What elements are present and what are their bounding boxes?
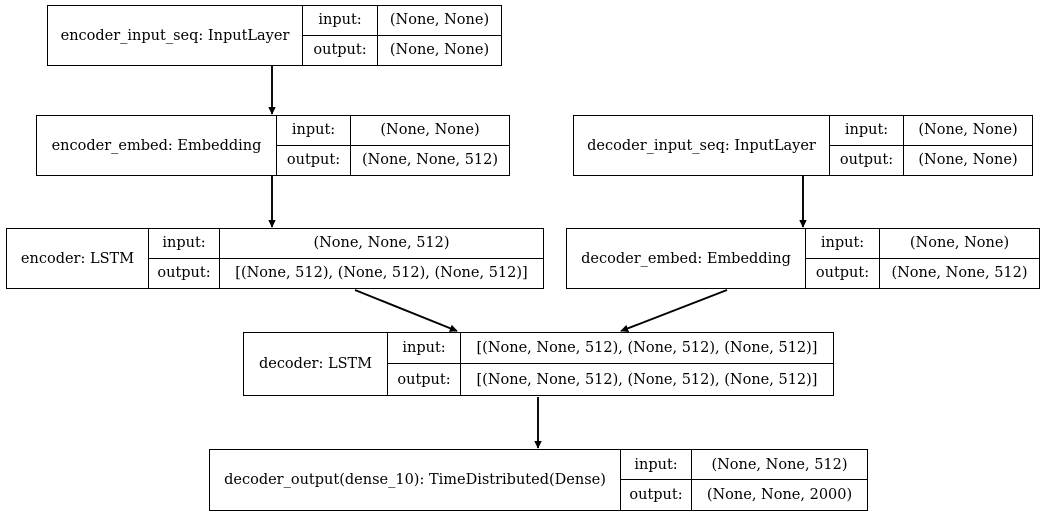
io-value-output: (None, None)	[389, 42, 490, 59]
node-io-row-output: output: [(None, 512), (None, 512), (None…	[149, 258, 543, 288]
io-value-output: (None, None)	[918, 152, 1018, 169]
node-io-row-output: output: (None, None, 512)	[806, 258, 1039, 288]
node-io-row-input: input: (None, None)	[277, 116, 509, 146]
node-io-row-output: output: (None, None)	[303, 35, 501, 65]
node-io-row-output: output: (None, None)	[830, 145, 1032, 175]
node-io-table: input: (None, None) output: (None, None)	[303, 6, 501, 65]
io-key-input: input:	[277, 116, 351, 145]
node-decoder-output[interactable]: decoder_output(dense_10): TimeDistribute…	[209, 449, 868, 511]
node-io-row-input: input: (None, None, 512)	[621, 450, 867, 480]
node-decoder-lstm[interactable]: decoder: LSTM input: [(None, None, 512),…	[243, 332, 834, 396]
node-label: encoder: LSTM	[7, 229, 149, 288]
node-label: encoder_embed: Embedding	[37, 116, 277, 175]
io-key-input: input:	[303, 6, 378, 35]
node-io-row-input: input: [(None, None, 512), (None, 512), …	[388, 333, 833, 364]
io-key-input: input:	[149, 229, 220, 258]
node-io-row-output: output: [(None, None, 512), (None, 512),…	[388, 364, 833, 395]
io-value-output: [(None, None, 512), (None, 512), (None, …	[476, 371, 818, 388]
io-key-output: output:	[621, 480, 692, 510]
node-io-table: input: (None, None) output: (None, None,…	[806, 229, 1039, 288]
node-io-table: input: (None, None, 512) output: [(None,…	[149, 229, 543, 288]
node-label: encoder_input_seq: InputLayer	[48, 6, 303, 65]
io-value-output: [(None, 512), (None, 512), (None, 512)]	[235, 265, 528, 282]
node-io-table: input: [(None, None, 512), (None, 512), …	[388, 333, 833, 395]
io-value-input: (None, None)	[389, 12, 490, 29]
node-decoder-embed[interactable]: decoder_embed: Embedding input: (None, N…	[566, 228, 1040, 289]
edge-decoder-embed-to-decoder-lstm	[620, 289, 728, 332]
node-encoder-lstm[interactable]: encoder: LSTM input: (None, None, 512) o…	[6, 228, 544, 289]
io-key-input: input:	[388, 333, 461, 363]
io-value-input: (None, None)	[909, 235, 1010, 252]
node-io-row-input: input: (None, None)	[830, 116, 1032, 146]
node-label: decoder: LSTM	[244, 333, 388, 395]
node-io-table: input: (None, None) output: (None, None)	[830, 116, 1032, 175]
node-io-table: input: (None, None, 512) output: (None, …	[621, 450, 867, 510]
io-value-input: (None, None)	[380, 122, 480, 139]
node-decoder-input-seq[interactable]: decoder_input_seq: InputLayer input: (No…	[573, 115, 1033, 176]
io-key-input: input:	[830, 116, 904, 145]
node-io-row-output: output: (None, None, 512)	[277, 145, 509, 175]
node-io-table: input: (None, None) output: (None, None,…	[277, 116, 509, 175]
node-label: decoder_embed: Embedding	[567, 229, 806, 288]
io-value-output: (None, None, 512)	[891, 265, 1028, 282]
io-key-output: output:	[806, 258, 880, 288]
node-io-row-input: input: (None, None, 512)	[149, 229, 543, 259]
node-encoder-embed[interactable]: encoder_embed: Embedding input: (None, N…	[36, 115, 510, 176]
io-value-output: (None, None, 512)	[361, 152, 499, 169]
node-io-row-output: output: (None, None, 2000)	[621, 480, 867, 510]
io-key-output: output:	[303, 35, 378, 65]
io-value-input: [(None, None, 512), (None, 512), (None, …	[476, 340, 818, 356]
io-key-input: input:	[806, 229, 880, 258]
node-label: decoder_input_seq: InputLayer	[574, 116, 830, 175]
node-label: decoder_output(dense_10): TimeDistribute…	[210, 450, 621, 510]
io-key-output: output:	[277, 145, 351, 175]
io-value-input: (None, None)	[918, 122, 1018, 139]
node-io-row-input: input: (None, None)	[303, 6, 501, 36]
io-key-output: output:	[830, 145, 904, 175]
edge-encoder-lstm-to-decoder-lstm	[354, 289, 458, 332]
io-value-input: (None, None, 512)	[313, 235, 450, 252]
io-value-output: (None, None, 2000)	[706, 487, 853, 503]
io-key-output: output:	[388, 364, 461, 395]
io-value-input: (None, None, 512)	[711, 456, 848, 473]
io-key-output: output:	[149, 258, 220, 288]
node-encoder-input-seq[interactable]: encoder_input_seq: InputLayer input: (No…	[47, 5, 502, 66]
node-io-row-input: input: (None, None)	[806, 229, 1039, 259]
io-key-input: input:	[621, 450, 692, 479]
